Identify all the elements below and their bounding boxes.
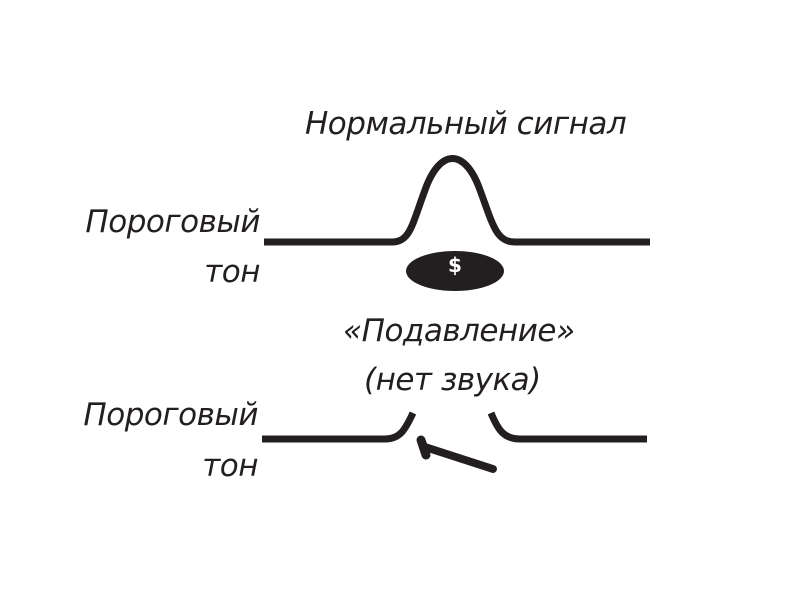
bottom-threshold-label-line1: Пороговый — [83, 397, 258, 433]
bottom-threshold-label-line2: тон — [202, 448, 258, 484]
suppression-subtitle: (нет звука) — [364, 362, 541, 398]
top-threshold-label-line2: тон — [204, 254, 260, 290]
normal-signal-title: Нормальный сигнал — [305, 106, 627, 142]
nail-icon — [416, 435, 497, 473]
suppressed-signal-right — [487, 411, 647, 443]
coin-icon: $ — [406, 251, 504, 291]
suppressed-signal-left — [262, 411, 417, 443]
suppression-title: «Подавление» — [343, 313, 575, 349]
normal-signal-curve — [264, 155, 650, 246]
coin-dollar-symbol: $ — [448, 253, 462, 277]
top-threshold-label-line1: Пороговый — [85, 204, 260, 240]
